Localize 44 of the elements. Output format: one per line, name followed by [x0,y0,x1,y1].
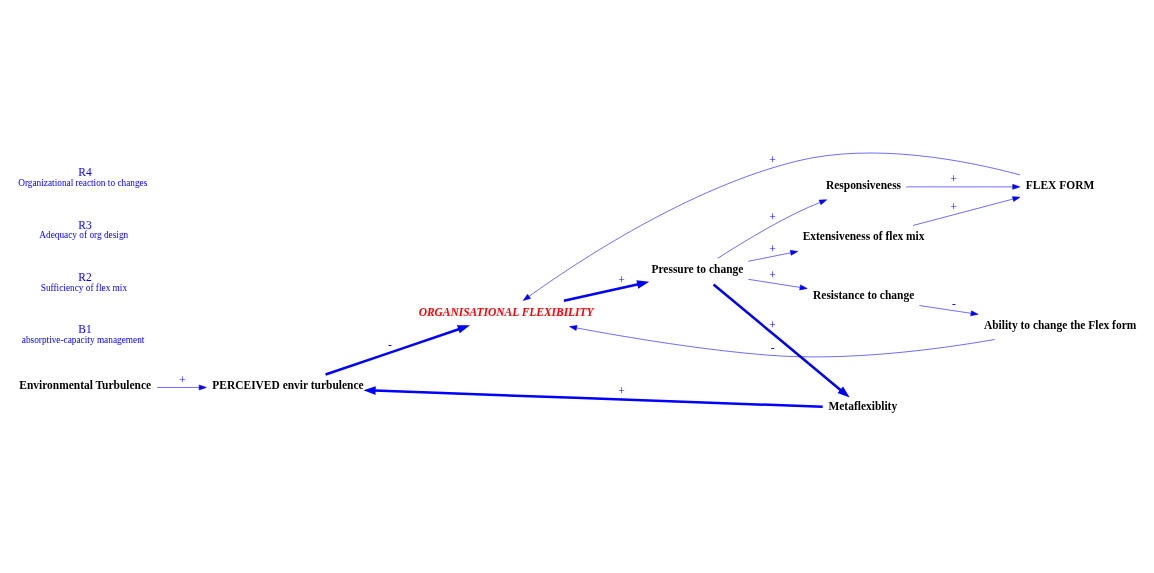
label: Sufficiency of flex mix [40,282,128,293]
node-text: ORGANISATIONAL FLEXIBILITY [418,305,594,318]
arrow [569,324,995,357]
edge-label: + [769,153,776,166]
label: Adequacy of org design [39,229,129,240]
edge-label: + [769,242,776,255]
node-text: Extensiveness of flex mix [802,229,925,242]
arrow [748,249,798,262]
label: absorptive-capacity management [21,334,145,345]
arrow [912,195,1021,226]
edge-label: + [769,210,776,223]
edge-label: - [388,338,392,351]
edge-label: + [769,318,776,331]
node-text: FLEX FORM [1025,178,1095,191]
node-text: Environmental Turbulence [19,378,152,391]
label: R3 [78,218,92,231]
arrow [363,385,823,408]
edge-label: + [618,273,625,286]
arrow [325,324,470,376]
node-text: Responsiveness [825,178,902,191]
node-text: Metaflexiblity [828,399,898,412]
arrow [712,283,850,398]
edge-label: - [770,341,775,353]
node-text: Pressure to change [651,262,744,275]
node-text: PERCEIVED envir turbulence [212,378,364,391]
edge-label: + [950,200,958,213]
label: Organizational reaction to changes [18,177,148,188]
edge-label: + [618,384,625,397]
arrow [748,278,808,290]
node-text: Ability to change the Flex form [983,318,1137,331]
arrow [919,304,979,316]
edge-label: - [951,297,956,310]
arrow [522,152,1021,301]
arrow [906,183,1021,190]
arrow [156,384,207,390]
arrow [717,198,827,259]
edge-label: + [179,373,186,386]
node-text: Resistance to change [813,288,915,301]
edge-label: + [950,172,958,185]
label: R2 [78,270,92,283]
label: B1 [78,322,92,335]
edge-label: + [769,268,776,281]
label: R4 [78,165,92,178]
arrow [563,279,650,302]
